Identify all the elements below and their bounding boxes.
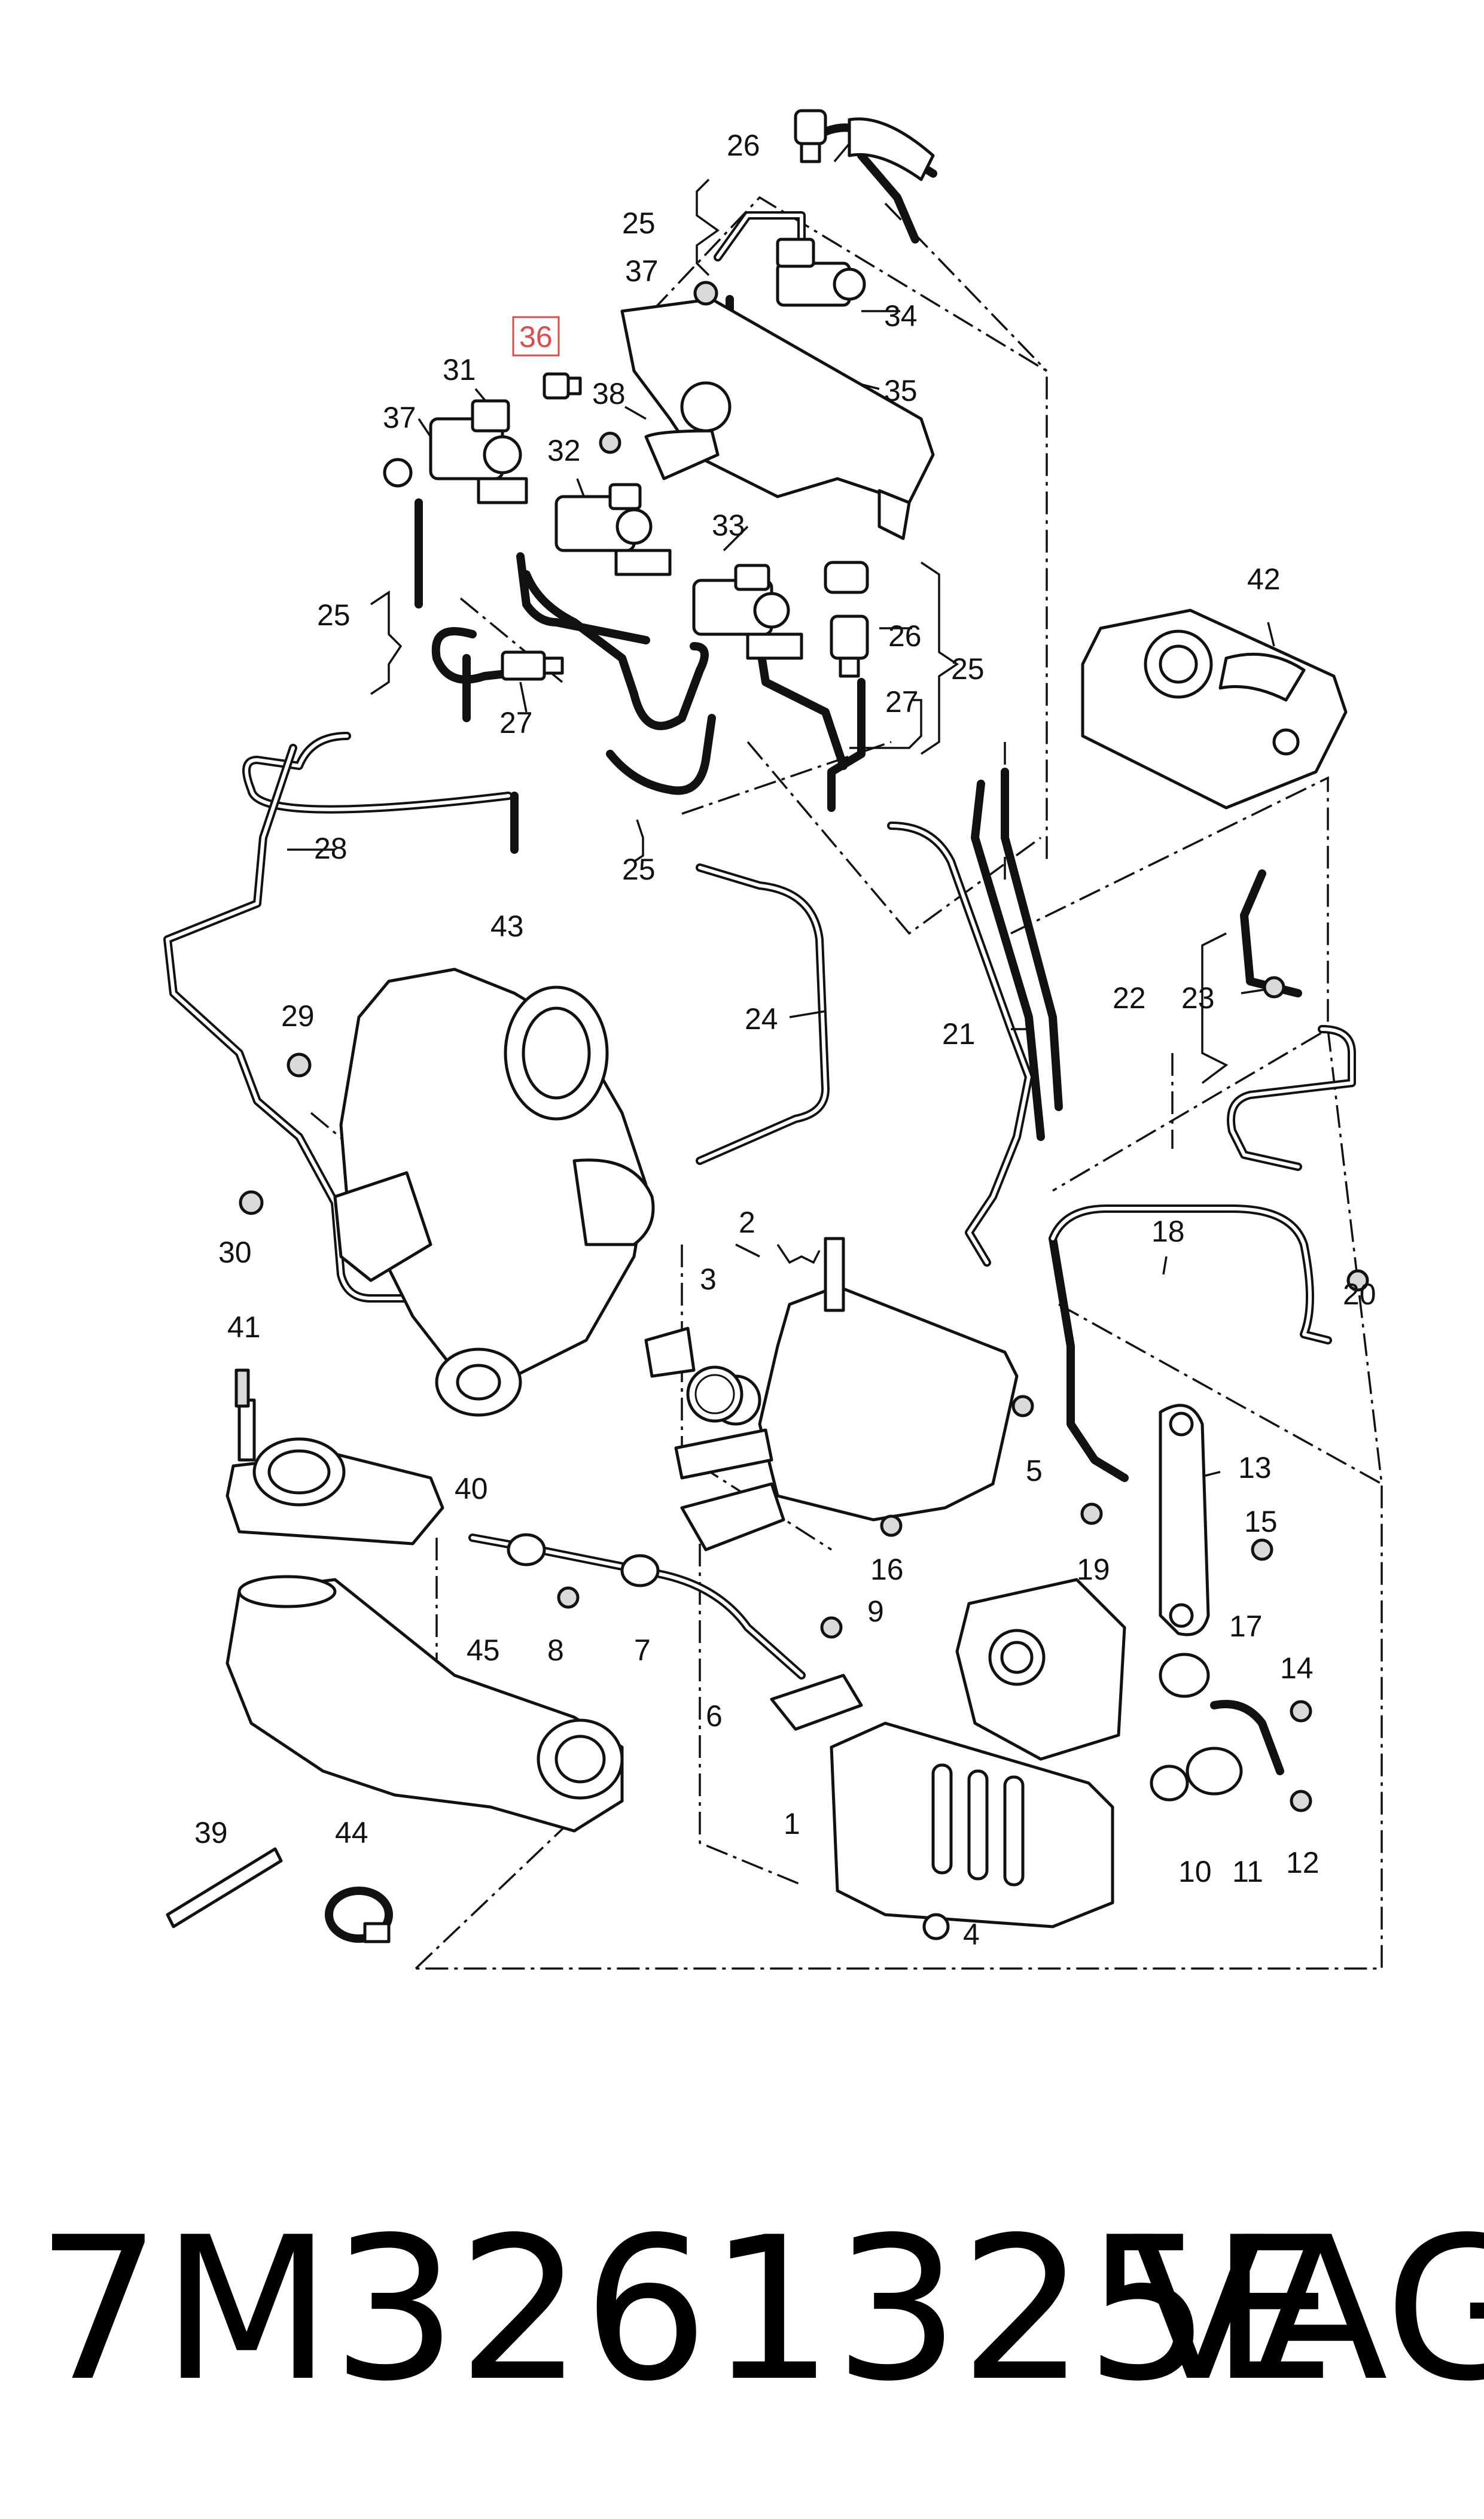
part-26-sensor xyxy=(824,561,869,678)
callout-12: 12 xyxy=(1286,1846,1320,1879)
callout-11: 11 xyxy=(1232,1855,1263,1888)
callout-14: 14 xyxy=(1280,1651,1314,1685)
callout-13: 13 xyxy=(1238,1451,1272,1484)
callout-15: 15 xyxy=(1244,1505,1278,1538)
part-31-valve xyxy=(383,399,528,504)
callout-38: 38 xyxy=(592,377,626,410)
callout-21: 21 xyxy=(942,1017,976,1051)
callout-30: 30 xyxy=(218,1236,252,1269)
part-1-egr-cooler xyxy=(830,1578,1126,1940)
callout-42: 41 xyxy=(227,1310,261,1344)
callout-37-left: 37 xyxy=(383,401,416,434)
callout-1: 1 xyxy=(784,1807,800,1840)
part-3-gasket xyxy=(686,1365,743,1423)
callout-40: 44 xyxy=(335,1816,368,1849)
part-43-cover xyxy=(1081,609,1348,810)
part-number: 7M3261325E xyxy=(36,2195,1336,2424)
callout-44: 43 xyxy=(490,909,524,943)
callout-16: 16 xyxy=(870,1553,904,1586)
callout-36: 36 xyxy=(519,320,553,354)
part-36-sensor xyxy=(543,372,582,400)
callout-25-left: 25 xyxy=(317,598,351,632)
vacuum-hoses xyxy=(163,123,1356,1482)
callout-27-left: 27 xyxy=(499,706,533,740)
brand-label: VAG xyxy=(1130,2195,1484,2424)
callout-37-top: 37 xyxy=(625,254,659,288)
callout-35: 35 xyxy=(884,374,918,407)
part-39-cable-tie xyxy=(166,1847,283,1928)
part-27-filter xyxy=(501,650,564,681)
part-33-valve xyxy=(692,564,803,660)
callout-27-right: 27 xyxy=(885,685,919,719)
callout-10: 10 xyxy=(1178,1855,1212,1888)
callout-6: 6 xyxy=(706,1699,723,1733)
callout-25-top: 25 xyxy=(622,206,656,240)
part-7-pipe xyxy=(468,1533,806,1680)
exploded-parts-diagram: 26 25 37 34 36 31 38 35 37 32 33 42 25 2… xyxy=(163,109,1383,1970)
callout-33: 33 xyxy=(712,509,745,542)
callout-26-right: 26 xyxy=(888,619,922,653)
callout-8: 8 xyxy=(547,1633,564,1667)
callout-22: 22 xyxy=(1113,981,1146,1015)
callout-34: 34 xyxy=(884,299,918,333)
part-6-gasket xyxy=(770,1674,863,1731)
part-45-intake-manifold xyxy=(226,1575,624,1833)
callout-32: 32 xyxy=(547,434,581,467)
callout-39: 39 xyxy=(194,1816,228,1849)
part-34-valve xyxy=(776,238,866,307)
callout-31: 31 xyxy=(443,353,476,387)
part-40-clamp xyxy=(325,1887,393,1943)
callout-17: 17 xyxy=(1229,1610,1263,1643)
part-13-strap xyxy=(1159,1404,1210,1636)
callout-18: 18 xyxy=(1151,1215,1185,1248)
footer-caption: 7M3261325E VAG xyxy=(0,2184,1484,2435)
part-44-turbocharger xyxy=(333,968,696,1417)
callout-24: 24 xyxy=(745,1002,778,1036)
callout-41: 40 xyxy=(455,1472,488,1505)
callout-3: 3 xyxy=(700,1262,717,1296)
callout-29: 29 xyxy=(281,999,315,1033)
callout-25-bottom: 25 xyxy=(622,853,656,886)
callout-20: 20 xyxy=(1343,1277,1376,1311)
part-35-bracket xyxy=(620,297,935,540)
callout-26-top: 26 xyxy=(727,129,760,162)
callout-labels: 26 25 37 34 36 31 38 35 37 32 33 42 25 2… xyxy=(194,129,1376,1951)
callout-2: 2 xyxy=(739,1206,755,1239)
callout-43: 42 xyxy=(1247,562,1281,596)
callout-5: 5 xyxy=(1026,1454,1043,1487)
callout-45: 45 xyxy=(467,1633,500,1667)
part-41-throttle xyxy=(226,1398,444,1546)
part-32-valve xyxy=(554,483,672,576)
callout-28: 28 xyxy=(314,832,348,865)
callout-36-highlight-box xyxy=(512,316,560,357)
callout-19: 19 xyxy=(1077,1553,1110,1586)
callout-23: 23 xyxy=(1181,981,1215,1015)
part-11-pipe xyxy=(1150,1653,1284,1802)
callout-4: 4 xyxy=(963,1918,980,1951)
callout-7: 7 xyxy=(634,1633,651,1667)
fasteners xyxy=(234,281,1369,1812)
part-26-top xyxy=(794,109,935,181)
callout-9: 9 xyxy=(867,1595,884,1628)
callout-25-right: 25 xyxy=(951,652,985,686)
